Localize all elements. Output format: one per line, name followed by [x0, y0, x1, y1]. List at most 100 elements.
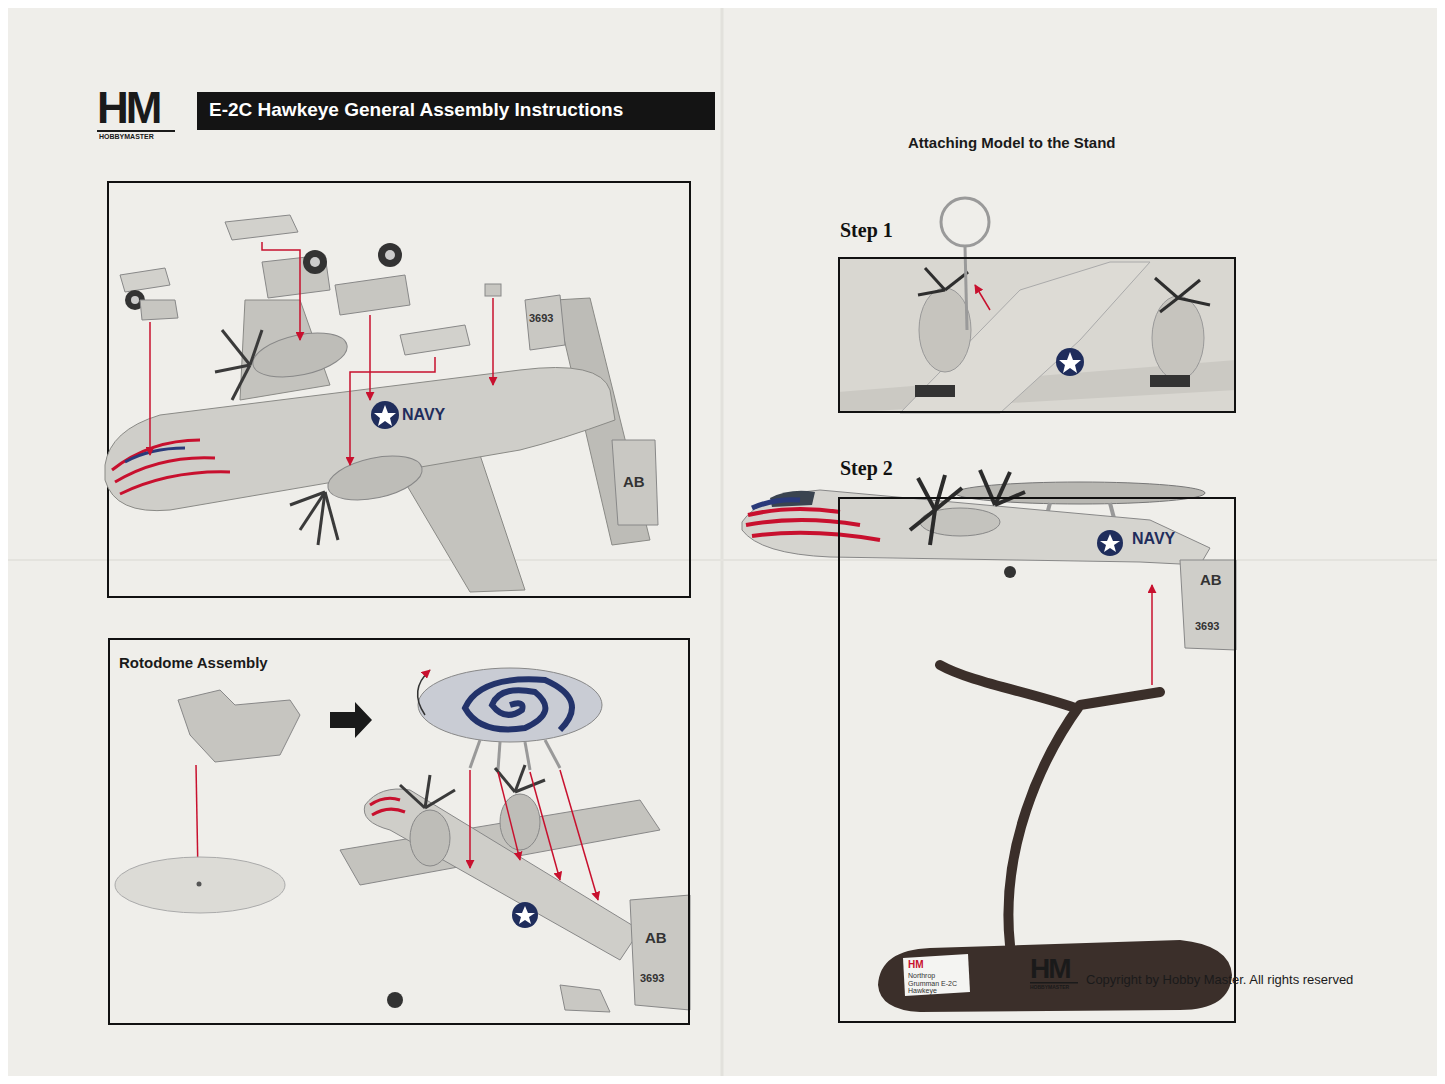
aircraft-rotodome-view-part: [512, 902, 538, 928]
landing-gear-parts-part: [385, 250, 395, 260]
rotodome-leader-arrows-part: [498, 772, 520, 860]
aircraft-rotodome-view-part-part: [425, 790, 455, 808]
aircraft-marking: AB: [1200, 572, 1222, 589]
aircraft-side-part: [1180, 560, 1236, 650]
aircraft-marking: AB: [623, 474, 645, 491]
landing-gear-parts-part: [485, 284, 501, 296]
landing-gear-parts-part: [310, 257, 320, 267]
panel-heading: Step 1: [840, 219, 893, 241]
leader-arrows: [150, 242, 493, 465]
aircraft-rotodome-view: [340, 765, 690, 1012]
aircraft-rotodome-view-part-part: [425, 775, 430, 808]
rotodome-disc-part: [465, 679, 572, 730]
paper-sheet-part: [721, 8, 724, 1076]
aircraft-underside-part-part: [215, 365, 250, 372]
aircraft-underside-part: [112, 440, 230, 494]
landing-gear-parts-part: [303, 250, 327, 274]
step1-photo-part-part: [1160, 298, 1178, 312]
step1-photo-part-part: [918, 290, 945, 295]
aircraft-side-part-part: [935, 488, 962, 510]
step2-panel: Step 2: [838, 497, 1236, 1023]
landing-gear-parts-part: [262, 255, 330, 298]
rotodome-disc-part-part: [498, 742, 500, 770]
step1-panel: Step 1: [838, 257, 1236, 413]
aircraft-marking: NAVY: [1132, 530, 1175, 548]
aircraft-rotodome-view-part: [364, 789, 640, 960]
aircraft-underside-part: [215, 330, 338, 545]
leader-arrows-part: [262, 242, 300, 340]
landing-gear-parts-part: [225, 215, 298, 240]
aircraft-underside-part-part: [325, 492, 338, 540]
aircraft-underside-part-part: [318, 492, 325, 545]
rotodome-disc: [418, 668, 602, 770]
rotodome-mount-part: [115, 857, 285, 913]
step1-photo-part: [1152, 296, 1204, 380]
aircraft-rotodome-view-part: [630, 895, 690, 1010]
rotodome-disc-part: [470, 740, 560, 770]
aircraft-underside-part: [125, 448, 185, 462]
aircraft-underside-part-part: [232, 365, 250, 400]
aircraft-underside-part-part: [250, 330, 262, 365]
panel-heading: Step 2: [840, 457, 893, 479]
aircraft-rotodome-view-part-part: [400, 785, 425, 808]
step1-photo-part-part: [1155, 278, 1178, 298]
step1-photo-part-part: [1178, 298, 1210, 305]
aircraft-underside-part-part: [290, 492, 325, 505]
section-heading: Attaching Model to the Stand: [908, 135, 1116, 152]
leader-arrows-part: [492, 298, 494, 385]
landing-gear-parts-part: [131, 296, 139, 304]
aircraft-underside-part: [371, 401, 399, 429]
rotodome-leader-arrows: [470, 770, 598, 900]
aircraft-side-part: [1004, 566, 1016, 578]
rotodome-disc-part-part: [470, 740, 480, 768]
aircraft-marking: NAVY: [402, 406, 445, 424]
aircraft-rotodome-view-part: [515, 906, 535, 924]
panel-heading: E-2C Hawkeye General Assembly Instructio…: [209, 100, 623, 121]
aircraft-rotodome-view-part-part: [515, 780, 545, 792]
aircraft-marking: 3693: [640, 972, 664, 984]
aircraft-underside-part: [105, 368, 615, 511]
aircraft-marking: AB: [645, 930, 667, 947]
landing-gear-parts-part: [120, 268, 170, 292]
brand-name: HOBBYMASTER: [1030, 985, 1069, 991]
landing-gear-parts: [120, 215, 501, 355]
plaque-text: Northrop Grumman E-2C Hawkeye: [908, 972, 966, 995]
aircraft-underside: [105, 295, 658, 592]
rotodome-panel: Rotodome Assembly: [108, 638, 690, 1025]
brand-logo: HM: [97, 84, 159, 132]
aircraft-underside-part: [525, 295, 565, 350]
aircraft-side-part: [1097, 530, 1123, 556]
aircraft-rotodome-view-part: [387, 992, 403, 1008]
display-stand: [878, 585, 1232, 1012]
brand-logo: HM: [1030, 954, 1070, 985]
rotodome-leader-arrows-part: [560, 770, 598, 900]
step1-photo: [838, 257, 1236, 413]
rotodome-disc-part: [418, 670, 430, 715]
direction-arrow: [330, 702, 372, 738]
step1-photo-part: [918, 268, 1210, 312]
aircraft-marking: 3693: [529, 312, 553, 324]
aircraft-side-part-part: [980, 470, 995, 505]
copyright-note: Copyright by Hobby Master. All rights re…: [1086, 973, 1353, 987]
rotodome-disc-part: [418, 668, 602, 742]
landing-gear-parts-part: [335, 275, 410, 315]
aircraft-side-part: [910, 470, 1025, 545]
aircraft-underside-part-part: [222, 330, 250, 365]
step1-photo-part: [1059, 352, 1081, 373]
step1-photo-part: [900, 262, 1150, 413]
paper-sheet: [8, 8, 1437, 1076]
aircraft-rotodome-view-part: [370, 798, 405, 815]
aircraft-side-part: [752, 500, 800, 508]
step1-photo-part: [1056, 348, 1084, 376]
aircraft-rotodome-view-part-part: [495, 768, 515, 792]
aircraft-underside-part: [374, 405, 396, 426]
step1-photo-part: [838, 257, 1236, 413]
step1-photo-part: [919, 288, 971, 372]
rotodome-mount-part: [197, 882, 202, 887]
plaque-logo: HM: [908, 959, 924, 970]
aircraft-rotodome-view-part: [560, 985, 610, 1012]
title-bar: E-2C Hawkeye General Assembly Instructio…: [197, 92, 715, 130]
display-stand-part: [903, 954, 970, 996]
aircraft-side-part-part: [918, 478, 935, 510]
